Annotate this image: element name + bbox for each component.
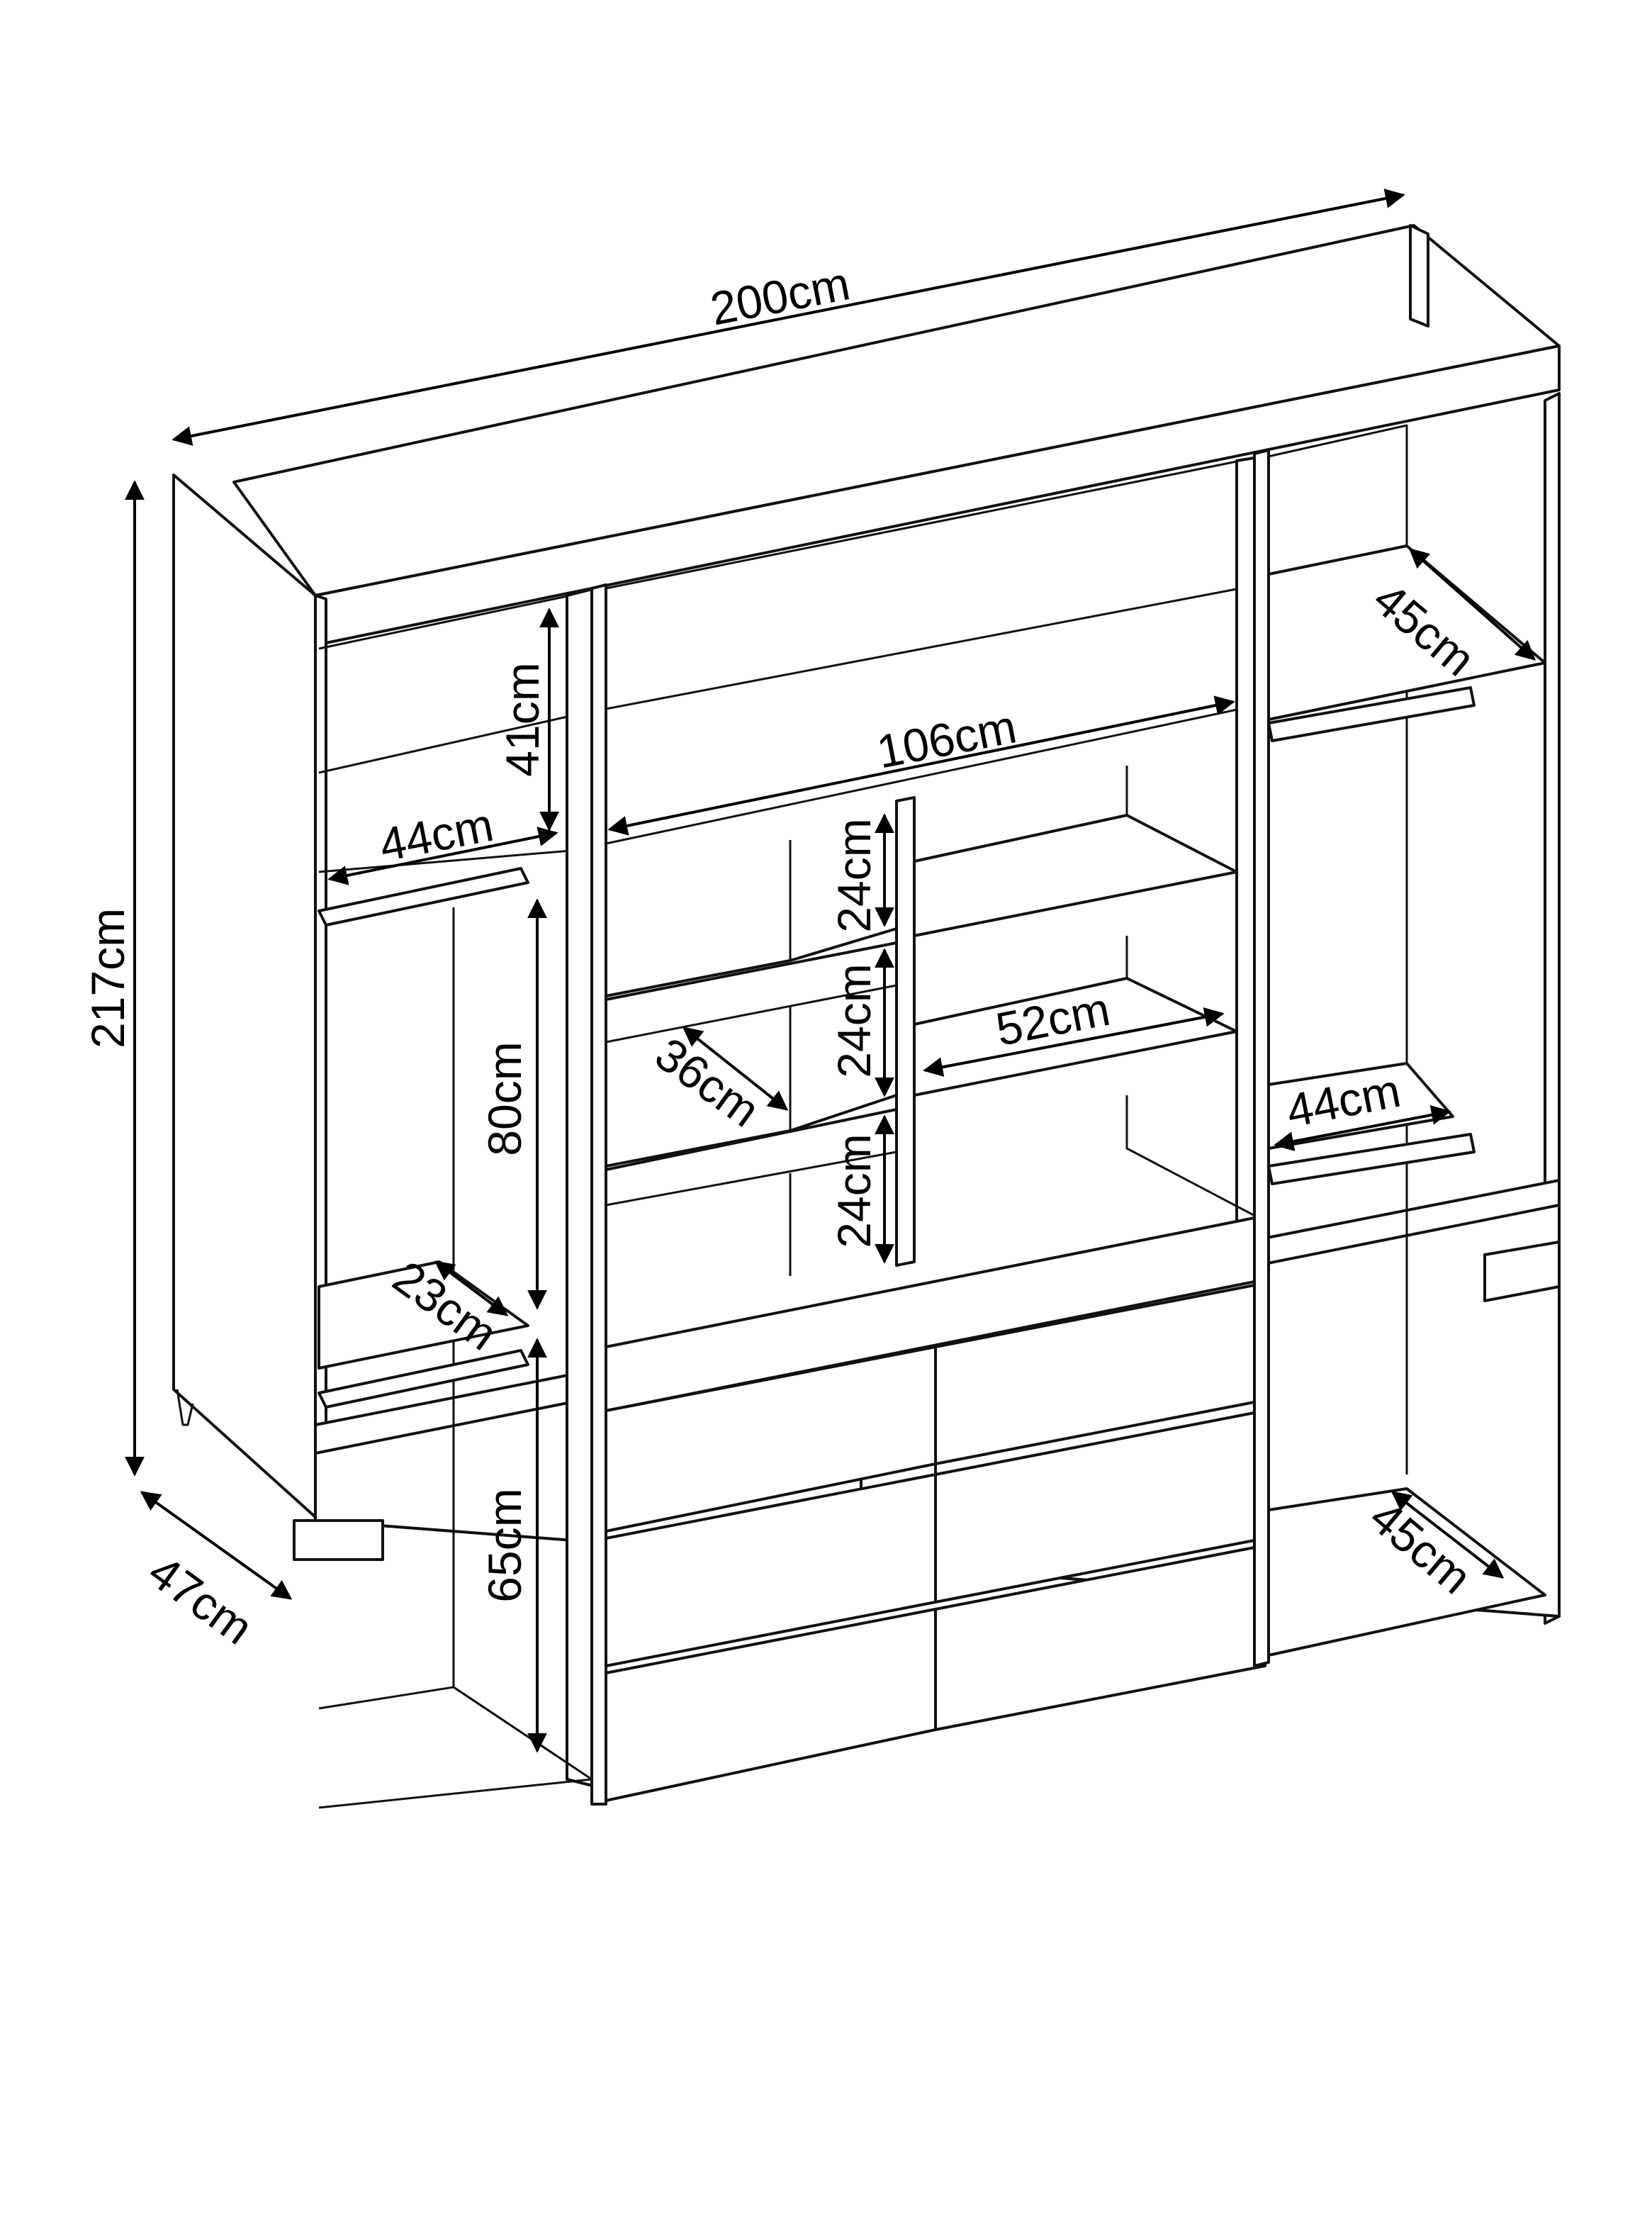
center-middle-divider [895,796,916,1267]
dim-45-bottom-line [1390,1491,1505,1579]
label-depth: 47cm [139,1545,262,1655]
center-left-shelf-3 [605,1151,897,1207]
label-top-compartment-height: 41cm [496,662,549,776]
drawer-right-3 [934,1544,1266,1731]
right-rail-upper [1267,686,1476,742]
foot-front-left [293,1519,384,1561]
dim-36-line [682,1026,789,1111]
left-partition-front [590,583,607,1806]
dim-44-right-line [1274,1104,1451,1152]
dimension-lines [125,189,1536,1753]
label-shelf-gap-3: 24cm [828,1134,880,1248]
label-left-hanging-height: 80cm [478,1041,531,1155]
left-side-front-edge [314,594,327,1518]
center-left-shelf-1b [605,984,897,1043]
label-center-shelf-depth: 36cm [646,1027,769,1137]
dim-23-line [434,1260,509,1316]
foot-front-right [1483,1241,1561,1302]
label-left-lower-hanging-height: 65cm [478,1488,531,1602]
foot-back-left [176,1389,194,1426]
center-right-shelf-1 [913,814,1238,937]
left-side-panel [172,474,317,1518]
left-rail-upper [318,867,529,927]
dim-44-left-line [327,827,558,885]
right-partition [1253,449,1270,1667]
center-left-shelf-1 [605,927,898,1001]
top-back-rail [1409,224,1429,328]
dim-52-line [923,1007,1225,1078]
dim-45-top-line [1408,548,1536,661]
dim-width-line [172,189,1405,446]
label-left-rail-width: 44cm [375,798,498,871]
label-shelf-gap-1: 24cm [828,818,880,932]
label-height: 217cm [82,908,134,1048]
label-shelf-gap-2: 24cm [828,963,880,1078]
center-left-shelf-2 [605,1094,898,1171]
left-upper-divider [318,715,571,774]
dim-106-line [607,695,1235,836]
label-width: 200cm [706,257,854,335]
label-center-width: 106cm [872,700,1021,778]
dim-depth-line [140,1491,293,1600]
right-top-shelf [1267,544,1546,721]
center-top-shelf-line [605,587,1241,710]
left-bottom-shelf [318,1686,593,1809]
